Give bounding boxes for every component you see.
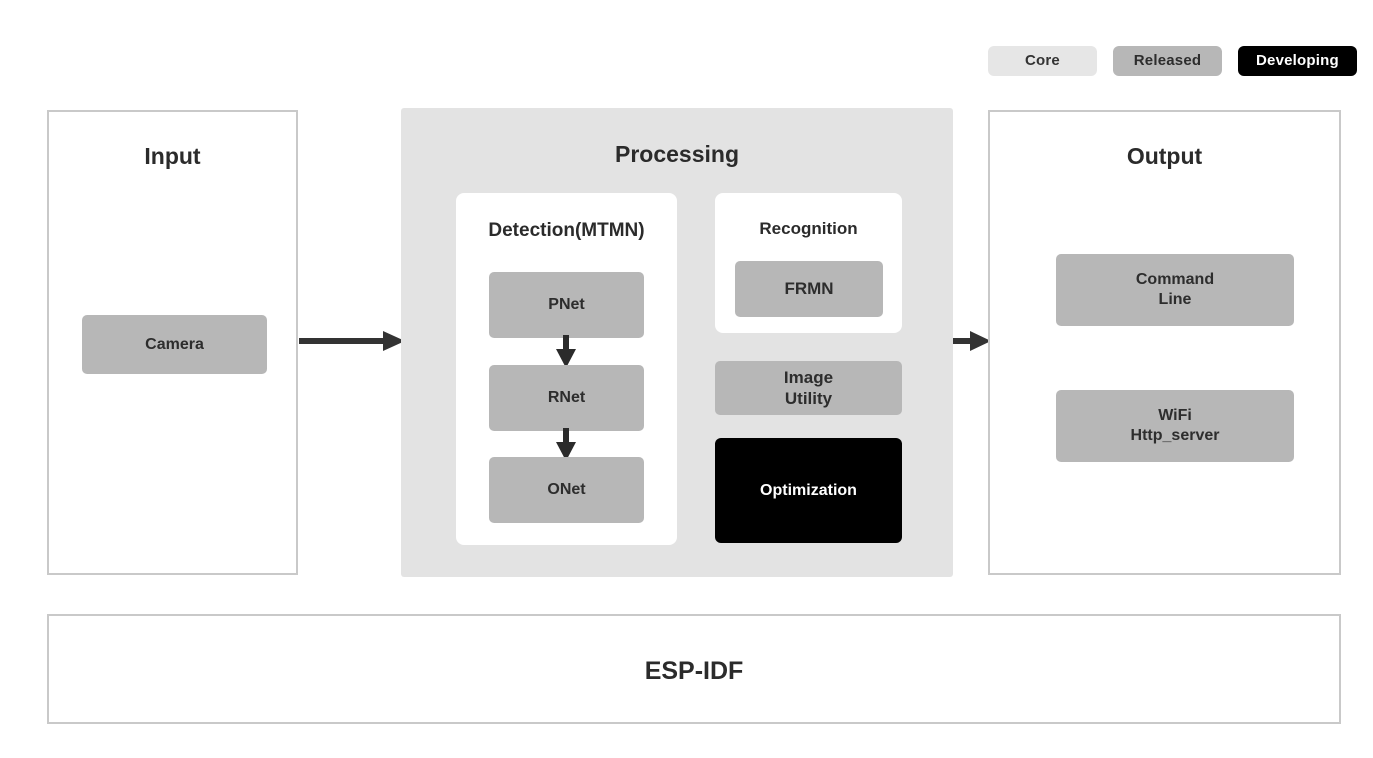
input-panel: Input Camera	[47, 110, 298, 575]
arrow-pnet-to-rnet-icon	[556, 335, 576, 368]
block-optimization: Optimization	[715, 438, 902, 543]
legend-chip-released: Released	[1113, 46, 1222, 76]
legend-chip-core: Core	[988, 46, 1097, 76]
esp-idf-title: ESP-IDF	[644, 657, 744, 685]
arrow-rnet-to-onet-icon	[556, 428, 576, 461]
legend: Core Released Developing	[988, 46, 1357, 76]
block-camera: Camera	[82, 315, 267, 374]
output-panel: Output Command Line WiFi Http_server	[988, 110, 1341, 575]
processing-panel: Processing Detection(MTMN) PNet RNet ONe…	[401, 108, 953, 577]
output-panel-title: Output	[1126, 143, 1203, 169]
legend-chip-developing: Developing	[1238, 46, 1357, 76]
esp-idf-panel: ESP-IDF	[47, 614, 1341, 724]
block-wifi-http-server: WiFi Http_server	[1056, 390, 1294, 462]
recognition-card-title: Recognition	[759, 219, 858, 238]
block-frmn: FRMN	[735, 261, 883, 317]
block-rnet: RNet	[489, 365, 644, 431]
recognition-card: Recognition FRMN	[715, 193, 902, 333]
block-command-line: Command Line	[1056, 254, 1294, 326]
block-onet: ONet	[489, 457, 644, 523]
detection-card: Detection(MTMN) PNet RNet ONet	[456, 193, 677, 545]
arrow-input-to-processing-icon	[299, 331, 405, 351]
processing-panel-title: Processing	[615, 141, 739, 167]
block-pnet: PNet	[489, 272, 644, 338]
input-panel-title: Input	[144, 143, 201, 169]
block-image-utility: Image Utility	[715, 361, 902, 415]
detection-card-title: Detection(MTMN)	[488, 220, 645, 241]
arrow-processing-to-output-icon	[953, 331, 991, 351]
